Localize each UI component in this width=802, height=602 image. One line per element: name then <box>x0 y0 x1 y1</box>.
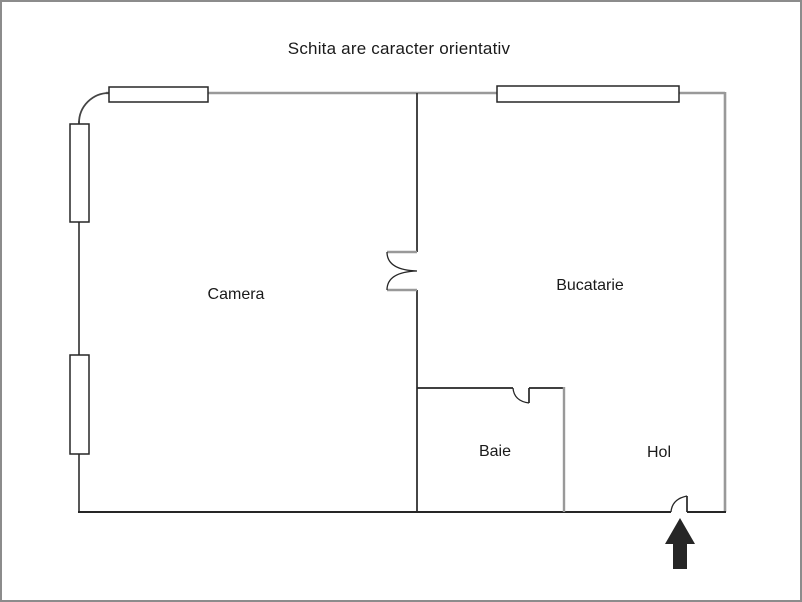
entrance-arrow-icon <box>665 518 695 569</box>
plan-disclaimer-title: Schita are caracter orientativ <box>287 39 511 58</box>
entrance-door-swing-arc <box>670 495 688 513</box>
rounded-corner-wall <box>78 92 110 124</box>
double-door-swing-arcs <box>386 251 418 291</box>
room-label-baie: Baie <box>478 443 512 460</box>
baie-door-swing-arc <box>512 387 530 404</box>
room-label-bucatarie: Bucatarie <box>556 277 624 294</box>
room-label-camera: Camera <box>207 286 265 303</box>
room-label-hol: Hol <box>646 444 672 461</box>
double-door-jambs <box>387 250 417 292</box>
window-left-upper <box>69 123 90 223</box>
window-top-bucatarie <box>496 85 680 103</box>
window-left-lower <box>69 354 90 455</box>
window-top-camera <box>108 86 209 103</box>
